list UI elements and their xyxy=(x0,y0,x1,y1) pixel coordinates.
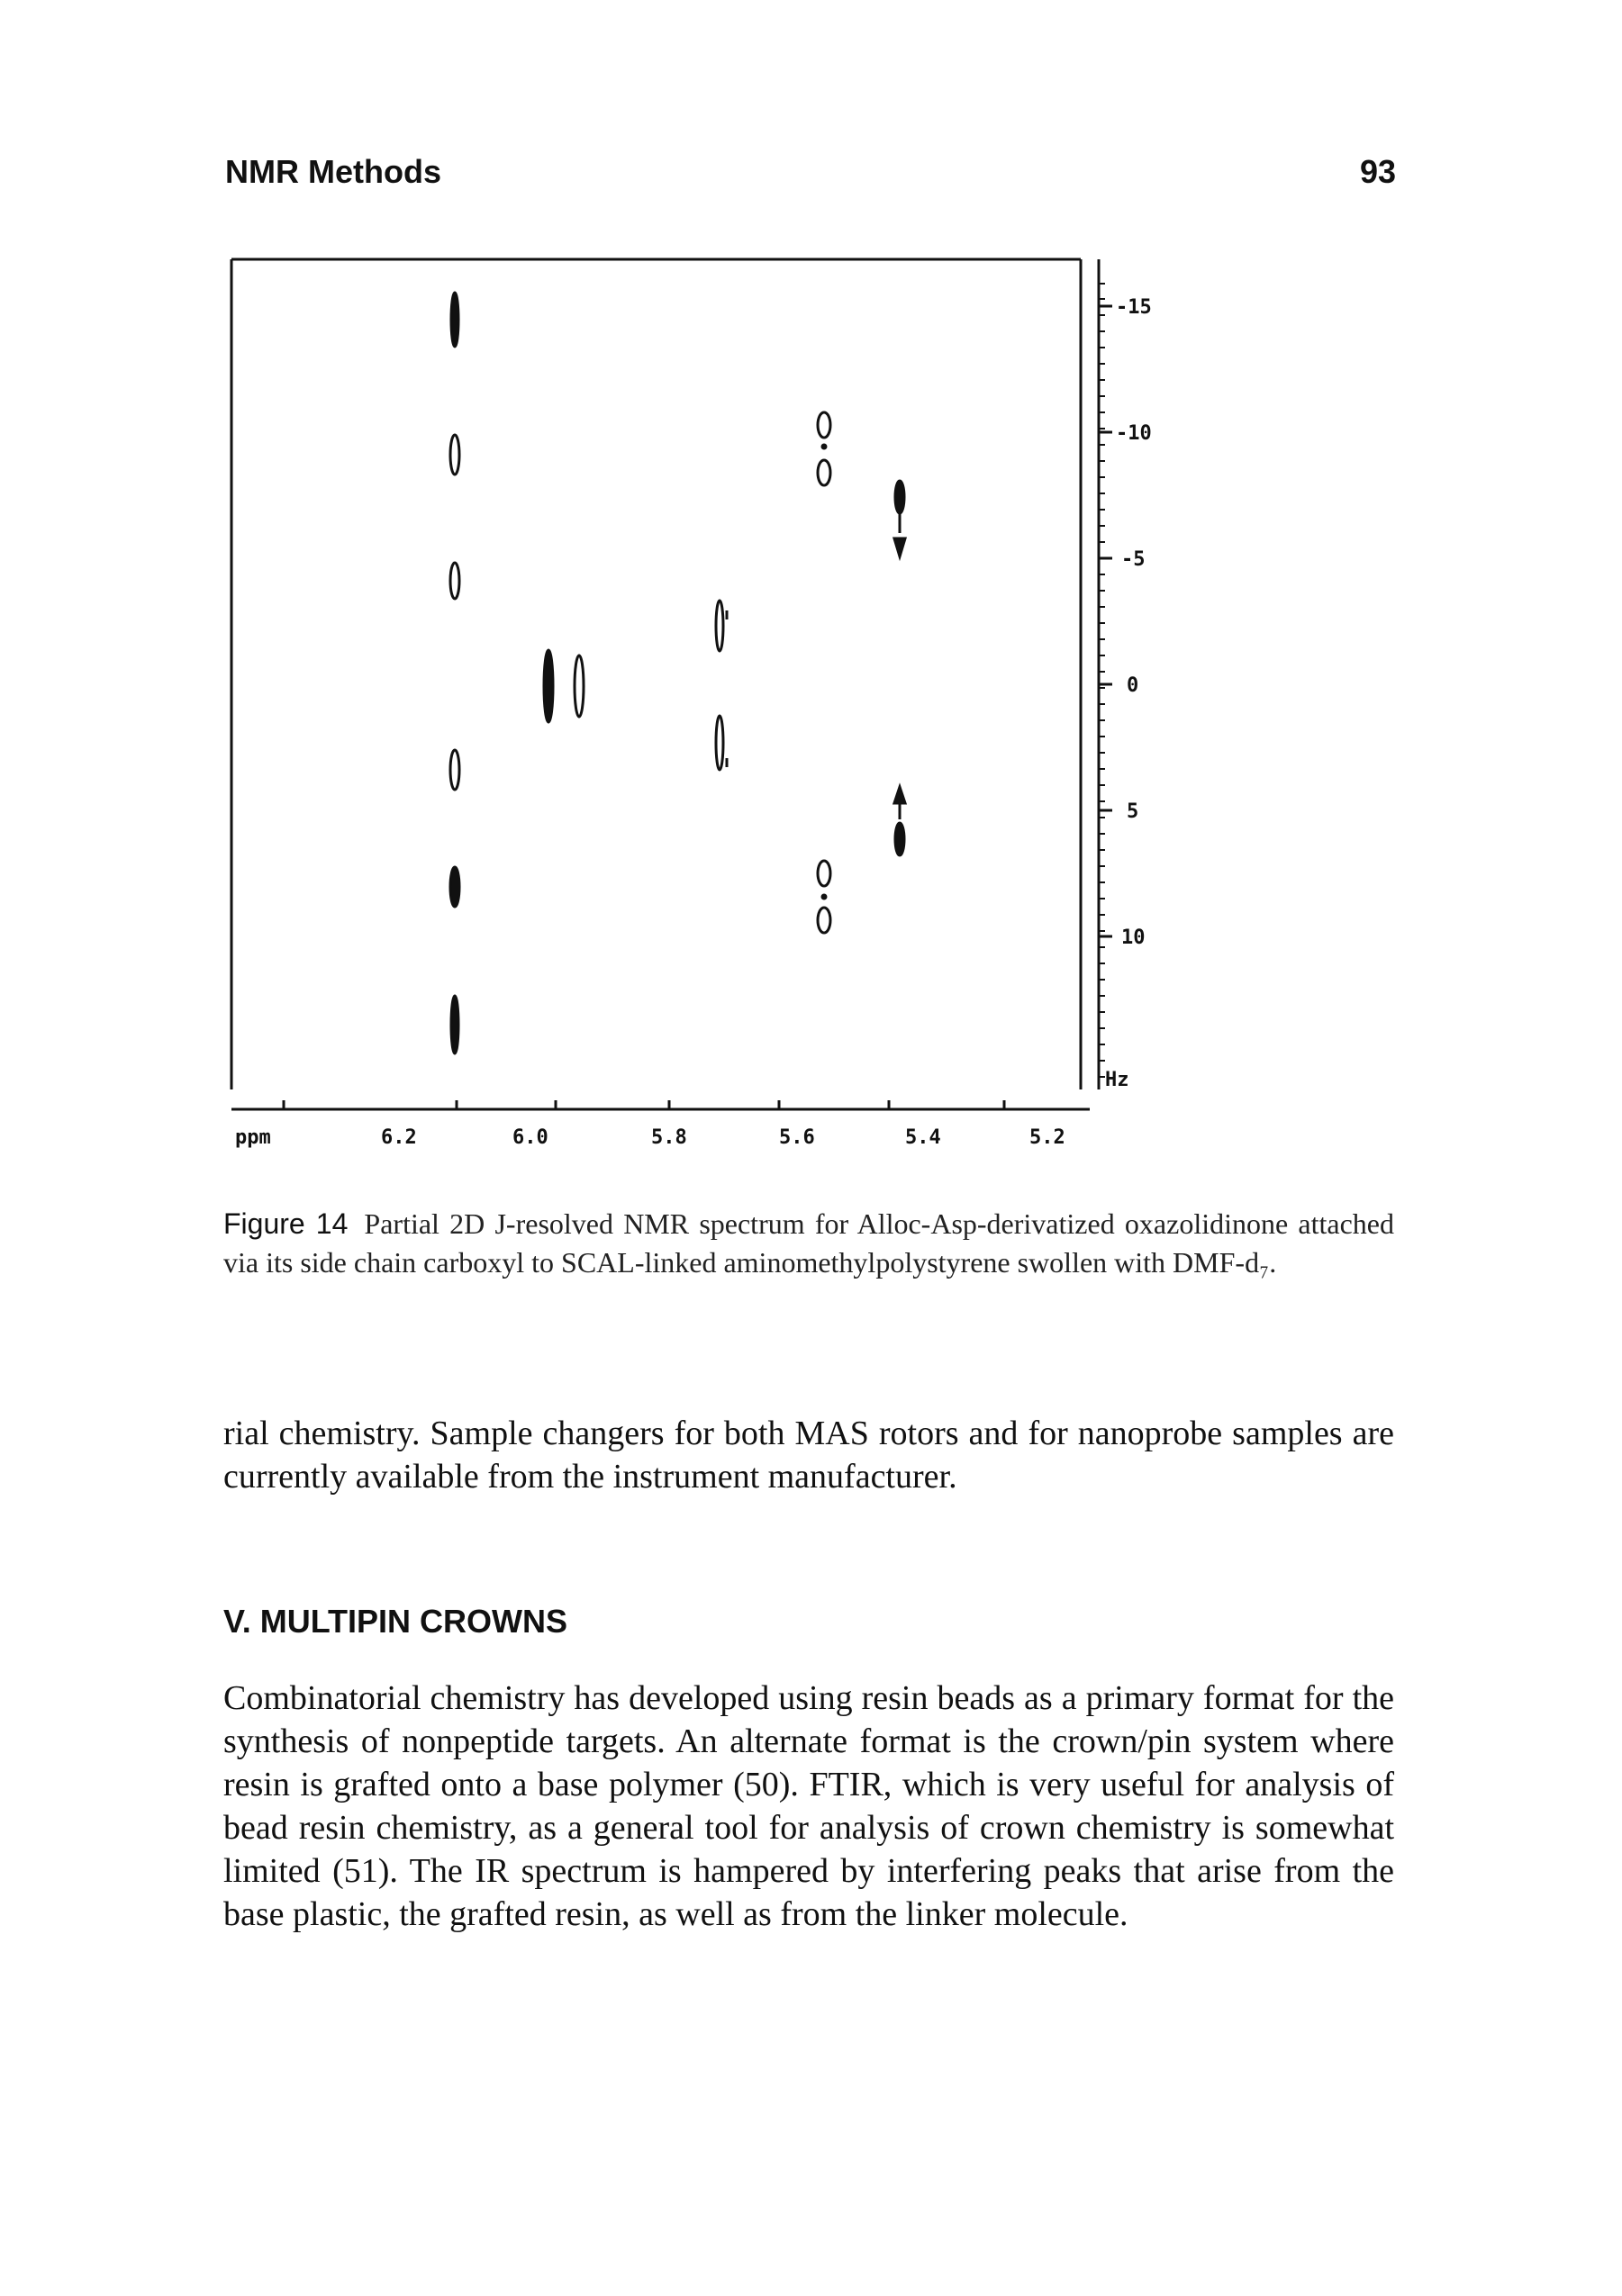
peak-multiplet-6-2 xyxy=(449,291,461,1055)
figure-14: -15 -10 -5 0 5 10 Hz ppm 6.2 xyxy=(212,243,1220,1189)
figure-label: Figure 14 xyxy=(223,1207,349,1240)
peak-multiplet-5-6 xyxy=(816,411,832,935)
hz-minor-ticks xyxy=(1099,283,1105,1078)
ppm-tick-label: 5.8 xyxy=(651,1126,687,1149)
figure-caption-text: Partial 2D J-resolved NMR spectrum for A… xyxy=(223,1207,1395,1279)
running-head: NMR Methods 93 xyxy=(225,153,1396,191)
hz-tick-label: 0 xyxy=(1127,674,1138,697)
ppm-tick-label: 5.2 xyxy=(1029,1126,1065,1149)
running-title: NMR Methods xyxy=(225,153,441,190)
ppm-axis xyxy=(231,1100,1090,1111)
hz-tick-label: -10 xyxy=(1116,422,1152,445)
spectrum-peaks xyxy=(449,291,908,1055)
page-number: 93 xyxy=(1359,153,1396,190)
hz-tick-label: -5 xyxy=(1121,548,1146,571)
peak-multiplet-5-45 xyxy=(892,479,908,857)
peak-doublet-6-0 xyxy=(542,648,585,724)
paragraph: rial chemistry. Sample changers for both… xyxy=(223,1415,1394,1496)
peak-pair-5-7 xyxy=(714,599,729,772)
hz-tick-label: -15 xyxy=(1116,296,1152,319)
paragraph: Combinatorial chemistry has developed us… xyxy=(223,1679,1394,1933)
plot-frame xyxy=(230,258,1101,1089)
hz-major-ticks xyxy=(1099,304,1112,938)
ppm-tick-label: 6.2 xyxy=(381,1126,417,1149)
ppm-tick-label: 6.0 xyxy=(512,1126,548,1149)
ppm-tick-label: 5.4 xyxy=(905,1126,941,1149)
hz-tick-label: 10 xyxy=(1121,927,1146,949)
ppm-tick-label: 5.6 xyxy=(779,1126,815,1149)
hz-unit-label: Hz xyxy=(1105,1069,1129,1091)
section-heading: V. MULTIPIN CROWNS xyxy=(223,1603,568,1640)
j-resolved-spectrum: -15 -10 -5 0 5 10 Hz ppm 6.2 xyxy=(230,258,1152,1149)
ppm-unit-label: ppm xyxy=(235,1126,271,1149)
hz-tick-label: 5 xyxy=(1127,800,1138,823)
